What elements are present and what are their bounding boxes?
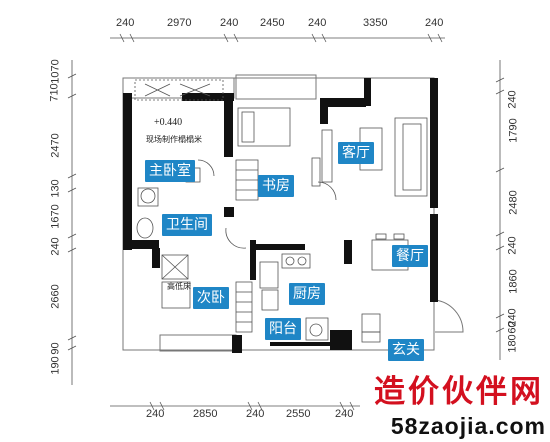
- dim-bottom-2: 2850: [193, 408, 218, 420]
- dim-top-6: 3350: [363, 17, 388, 29]
- dim-bottom-3: 240: [246, 408, 265, 420]
- dim-bottom-5: 240: [335, 408, 354, 420]
- dim-left-6: 240: [49, 237, 62, 256]
- walls: [123, 78, 438, 353]
- dim-top-1: 240: [116, 17, 135, 29]
- dim-left-9: 190: [49, 356, 62, 375]
- dim-right-5: 1860: [507, 269, 520, 294]
- dim-top-7: 240: [425, 17, 444, 29]
- dim-left-7: 2660: [49, 284, 62, 309]
- watermark-brand: 造价伙伴网: [374, 374, 544, 410]
- dim-left-1: 1070: [49, 59, 62, 84]
- room-label-entrance: 玄关: [388, 339, 424, 361]
- room-label-bathroom: 卫生间: [162, 214, 212, 236]
- dim-right-7: 60: [506, 321, 519, 334]
- elevation-note: +0.440: [154, 117, 183, 128]
- low-bed-note: 高低床: [167, 282, 191, 291]
- room-label-second-bedroom: 次卧: [193, 287, 229, 309]
- dim-left-5: 1670: [49, 204, 62, 229]
- dim-left-8: 90: [49, 342, 62, 355]
- dim-top-4: 2450: [260, 17, 285, 29]
- dim-left-3: 2470: [49, 133, 62, 158]
- furniture: [134, 79, 428, 343]
- room-label-study: 书房: [258, 175, 294, 197]
- dim-right-4: 240: [506, 236, 519, 255]
- dim-right-3: 2480: [507, 190, 520, 215]
- dimension-lines: [67, 33, 505, 411]
- room-label-dining-room: 餐厅: [392, 245, 428, 267]
- dim-right-1: 240: [506, 90, 519, 109]
- room-label-balcony: 阳台: [265, 318, 301, 340]
- dim-right-8: 180: [506, 334, 519, 353]
- tatami-note: 现场制作榻榻米: [146, 135, 202, 144]
- room-label-kitchen: 厨房: [289, 283, 325, 305]
- dim-top-3: 240: [220, 17, 239, 29]
- dim-left-4: 130: [49, 179, 62, 198]
- room-label-living-room: 客厅: [338, 142, 374, 164]
- room-label-master-bedroom: 主卧室: [145, 160, 195, 182]
- dim-right-2: 1790: [507, 118, 520, 143]
- dim-bottom-1: 240: [146, 408, 165, 420]
- watermark-url: 58zaojia.com: [390, 413, 546, 439]
- dim-bottom-4: 2550: [286, 408, 311, 420]
- dim-left-2: 710: [48, 83, 61, 102]
- dim-top-2: 2970: [167, 17, 192, 29]
- dim-top-5: 240: [308, 17, 327, 29]
